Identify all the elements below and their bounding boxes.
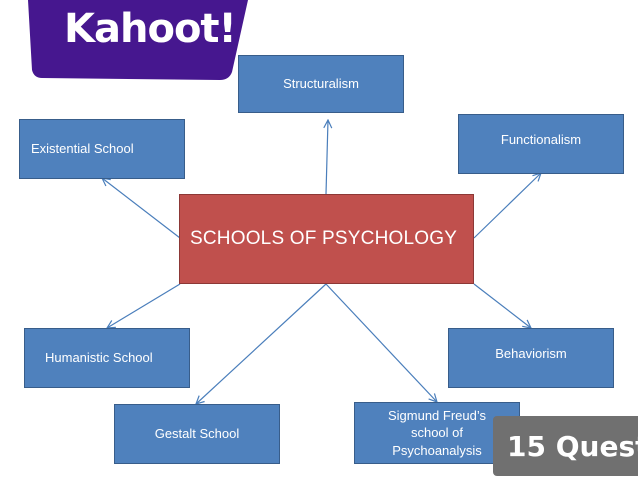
center-node-schools-of-psychology: SCHOOLS OF PSYCHOLOGY [179,194,474,284]
node-functionalism: Functionalism [458,114,624,174]
node-gestalt-label: Gestalt School [154,426,240,442]
arrow-to-functionalism [473,173,541,239]
arrow-to-freud [325,283,437,402]
node-humanistic-label: Humanistic School [45,350,153,366]
node-behaviorism-label: Behaviorism [495,346,567,361]
node-structuralism-label: Structuralism [283,76,359,91]
node-sigmund-freud-psychoanalysis: Sigmund Freud’s school of Psychoanalysis [354,402,520,464]
node-structuralism: Structuralism [238,55,404,113]
arrow-to-behaviorism [473,283,531,328]
node-humanistic-school: Humanistic School [24,328,190,388]
questions-count-badge[interactable]: 15 Questions [493,416,638,476]
arrow-to-existential [102,178,181,239]
kahoot-logo-text: Kahoot! [64,6,237,52]
node-functionalism-label: Functionalism [500,132,582,147]
questions-count-label: 15 Questions [507,429,638,463]
arrow-to-structuralism [326,120,328,195]
node-behaviorism: Behaviorism [448,328,614,388]
kahoot-logo: Kahoot! [0,0,260,84]
arrow-to-humanistic [107,283,181,328]
node-existential-school: Existential School [19,119,185,179]
node-gestalt-school: Gestalt School [114,404,280,464]
node-freud-label: Sigmund Freud’s school of Psychoanalysis [387,407,487,458]
center-node-label: SCHOOLS OF PSYCHOLOGY [190,228,458,250]
arrow-to-gestalt [196,283,327,404]
node-existential-label: Existential School [31,141,134,157]
kahoot-logo-shape [28,0,248,80]
